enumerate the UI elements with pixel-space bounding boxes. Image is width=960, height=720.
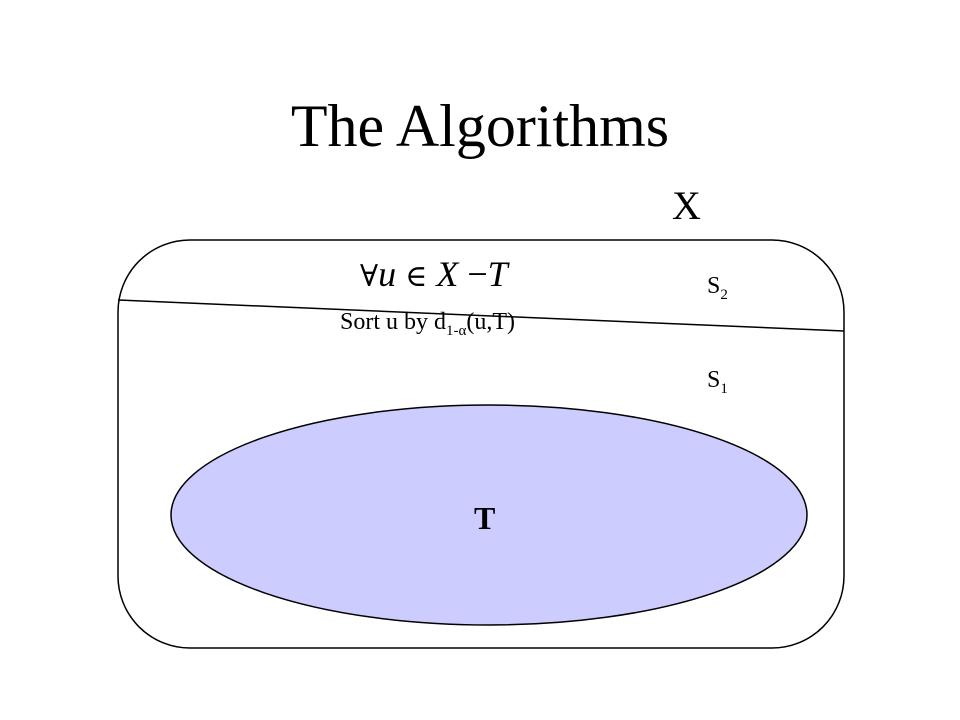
partition-line <box>117 299 845 332</box>
region-s2-label: S2 <box>707 272 728 303</box>
formula-var-u: u <box>378 254 397 294</box>
slide-title: The Algorithms <box>290 93 670 159</box>
formula-var-x: X <box>436 254 459 294</box>
element-of-symbol: ∈ <box>405 260 428 293</box>
region-s2-sub: 2 <box>720 287 728 303</box>
subset-t-label: T <box>474 500 496 536</box>
sort-subscript: 1-α <box>446 323 467 339</box>
sort-prefix: Sort u by d <box>340 309 447 335</box>
minus-symbol: − <box>467 254 488 294</box>
forall-symbol: ∀ <box>360 260 379 293</box>
forall-formula: ∀u ∈ X −T <box>360 254 508 297</box>
region-s2-base: S <box>707 273 721 299</box>
sort-suffix: (u,T) <box>466 309 516 335</box>
set-x-boundary <box>117 239 845 649</box>
region-s1-base: S <box>707 367 721 393</box>
region-s1-sub: 1 <box>720 381 728 397</box>
subset-t-ellipse <box>170 404 808 626</box>
formula-var-t: T <box>487 254 508 294</box>
sort-instruction: Sort u by d1-α(u,T) <box>340 308 516 339</box>
region-s1-label: S1 <box>707 366 728 397</box>
set-x-label: X <box>672 183 701 228</box>
